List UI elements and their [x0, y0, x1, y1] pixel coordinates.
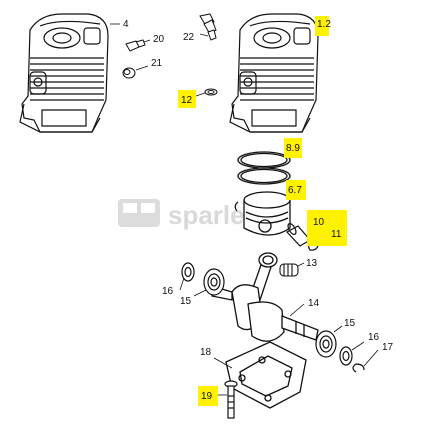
label-part-17: 17: [382, 342, 394, 353]
seal-16-left[interactable]: [181, 262, 195, 282]
leader-line: [195, 92, 206, 97]
leader-line: [143, 39, 151, 43]
label-part-13: 13: [306, 258, 318, 269]
label-part-11: 11: [331, 229, 342, 240]
label-part-12: 12: [181, 95, 193, 106]
leader-line: [213, 357, 233, 369]
label-part-19: 19: [201, 391, 213, 402]
label-part-16-right: 16: [368, 332, 380, 343]
leader-line: [363, 349, 379, 367]
leader-line: [135, 65, 149, 71]
seal-16-right[interactable]: [339, 346, 353, 366]
label-part-6-7: 6.7: [288, 185, 302, 196]
cylinder-right[interactable]: [229, 13, 319, 133]
leader-line: [289, 303, 305, 317]
highlight-19: [198, 386, 218, 406]
leader-line: [193, 289, 207, 297]
label-part-10: 10: [313, 217, 325, 228]
circlip-17[interactable]: [352, 363, 365, 373]
leader-line: [297, 262, 305, 267]
crankcase-18[interactable]: [225, 341, 307, 409]
label-part-21: 21: [151, 58, 163, 69]
label-part-8-9: 8.9: [286, 143, 300, 154]
highlight-6-7: [286, 180, 306, 200]
highlight-1-2: [315, 16, 329, 36]
plug-21[interactable]: [122, 67, 136, 79]
label-part-16-left: 16: [162, 286, 174, 297]
leader-line: [199, 33, 209, 37]
label-part-15-right: 15: [344, 318, 356, 329]
highlight-10-11: [307, 210, 347, 246]
label-part-22: 22: [183, 32, 195, 43]
crankshaft-14[interactable]: [211, 252, 319, 342]
piston-rings-8-9[interactable]: [237, 151, 291, 185]
piston-6-7[interactable]: [243, 191, 291, 236]
highlight-8-9: [284, 138, 302, 158]
label-part-18: 18: [200, 347, 212, 358]
label-part-14: 14: [308, 298, 320, 309]
plug-20[interactable]: [125, 39, 146, 52]
ring-12[interactable]: [204, 88, 218, 96]
snap-ring-left[interactable]: [234, 201, 239, 212]
label-part-20: 20: [153, 34, 165, 45]
cylinder-left[interactable]: [19, 13, 109, 133]
label-part-4: 4: [123, 19, 129, 30]
leader-line: [179, 277, 185, 291]
bearing-15-left[interactable]: [203, 268, 225, 296]
label-part-15-left: 15: [180, 296, 192, 307]
leader-line: [333, 325, 343, 333]
label-part-1-2: 1.2: [317, 19, 331, 30]
highlight-12: [178, 90, 196, 108]
screw-19[interactable]: [224, 380, 238, 419]
leader-line: [351, 341, 365, 351]
valve-22[interactable]: [199, 13, 217, 41]
needle-cage-13[interactable]: [279, 263, 299, 277]
bearing-15-right[interactable]: [315, 330, 337, 358]
